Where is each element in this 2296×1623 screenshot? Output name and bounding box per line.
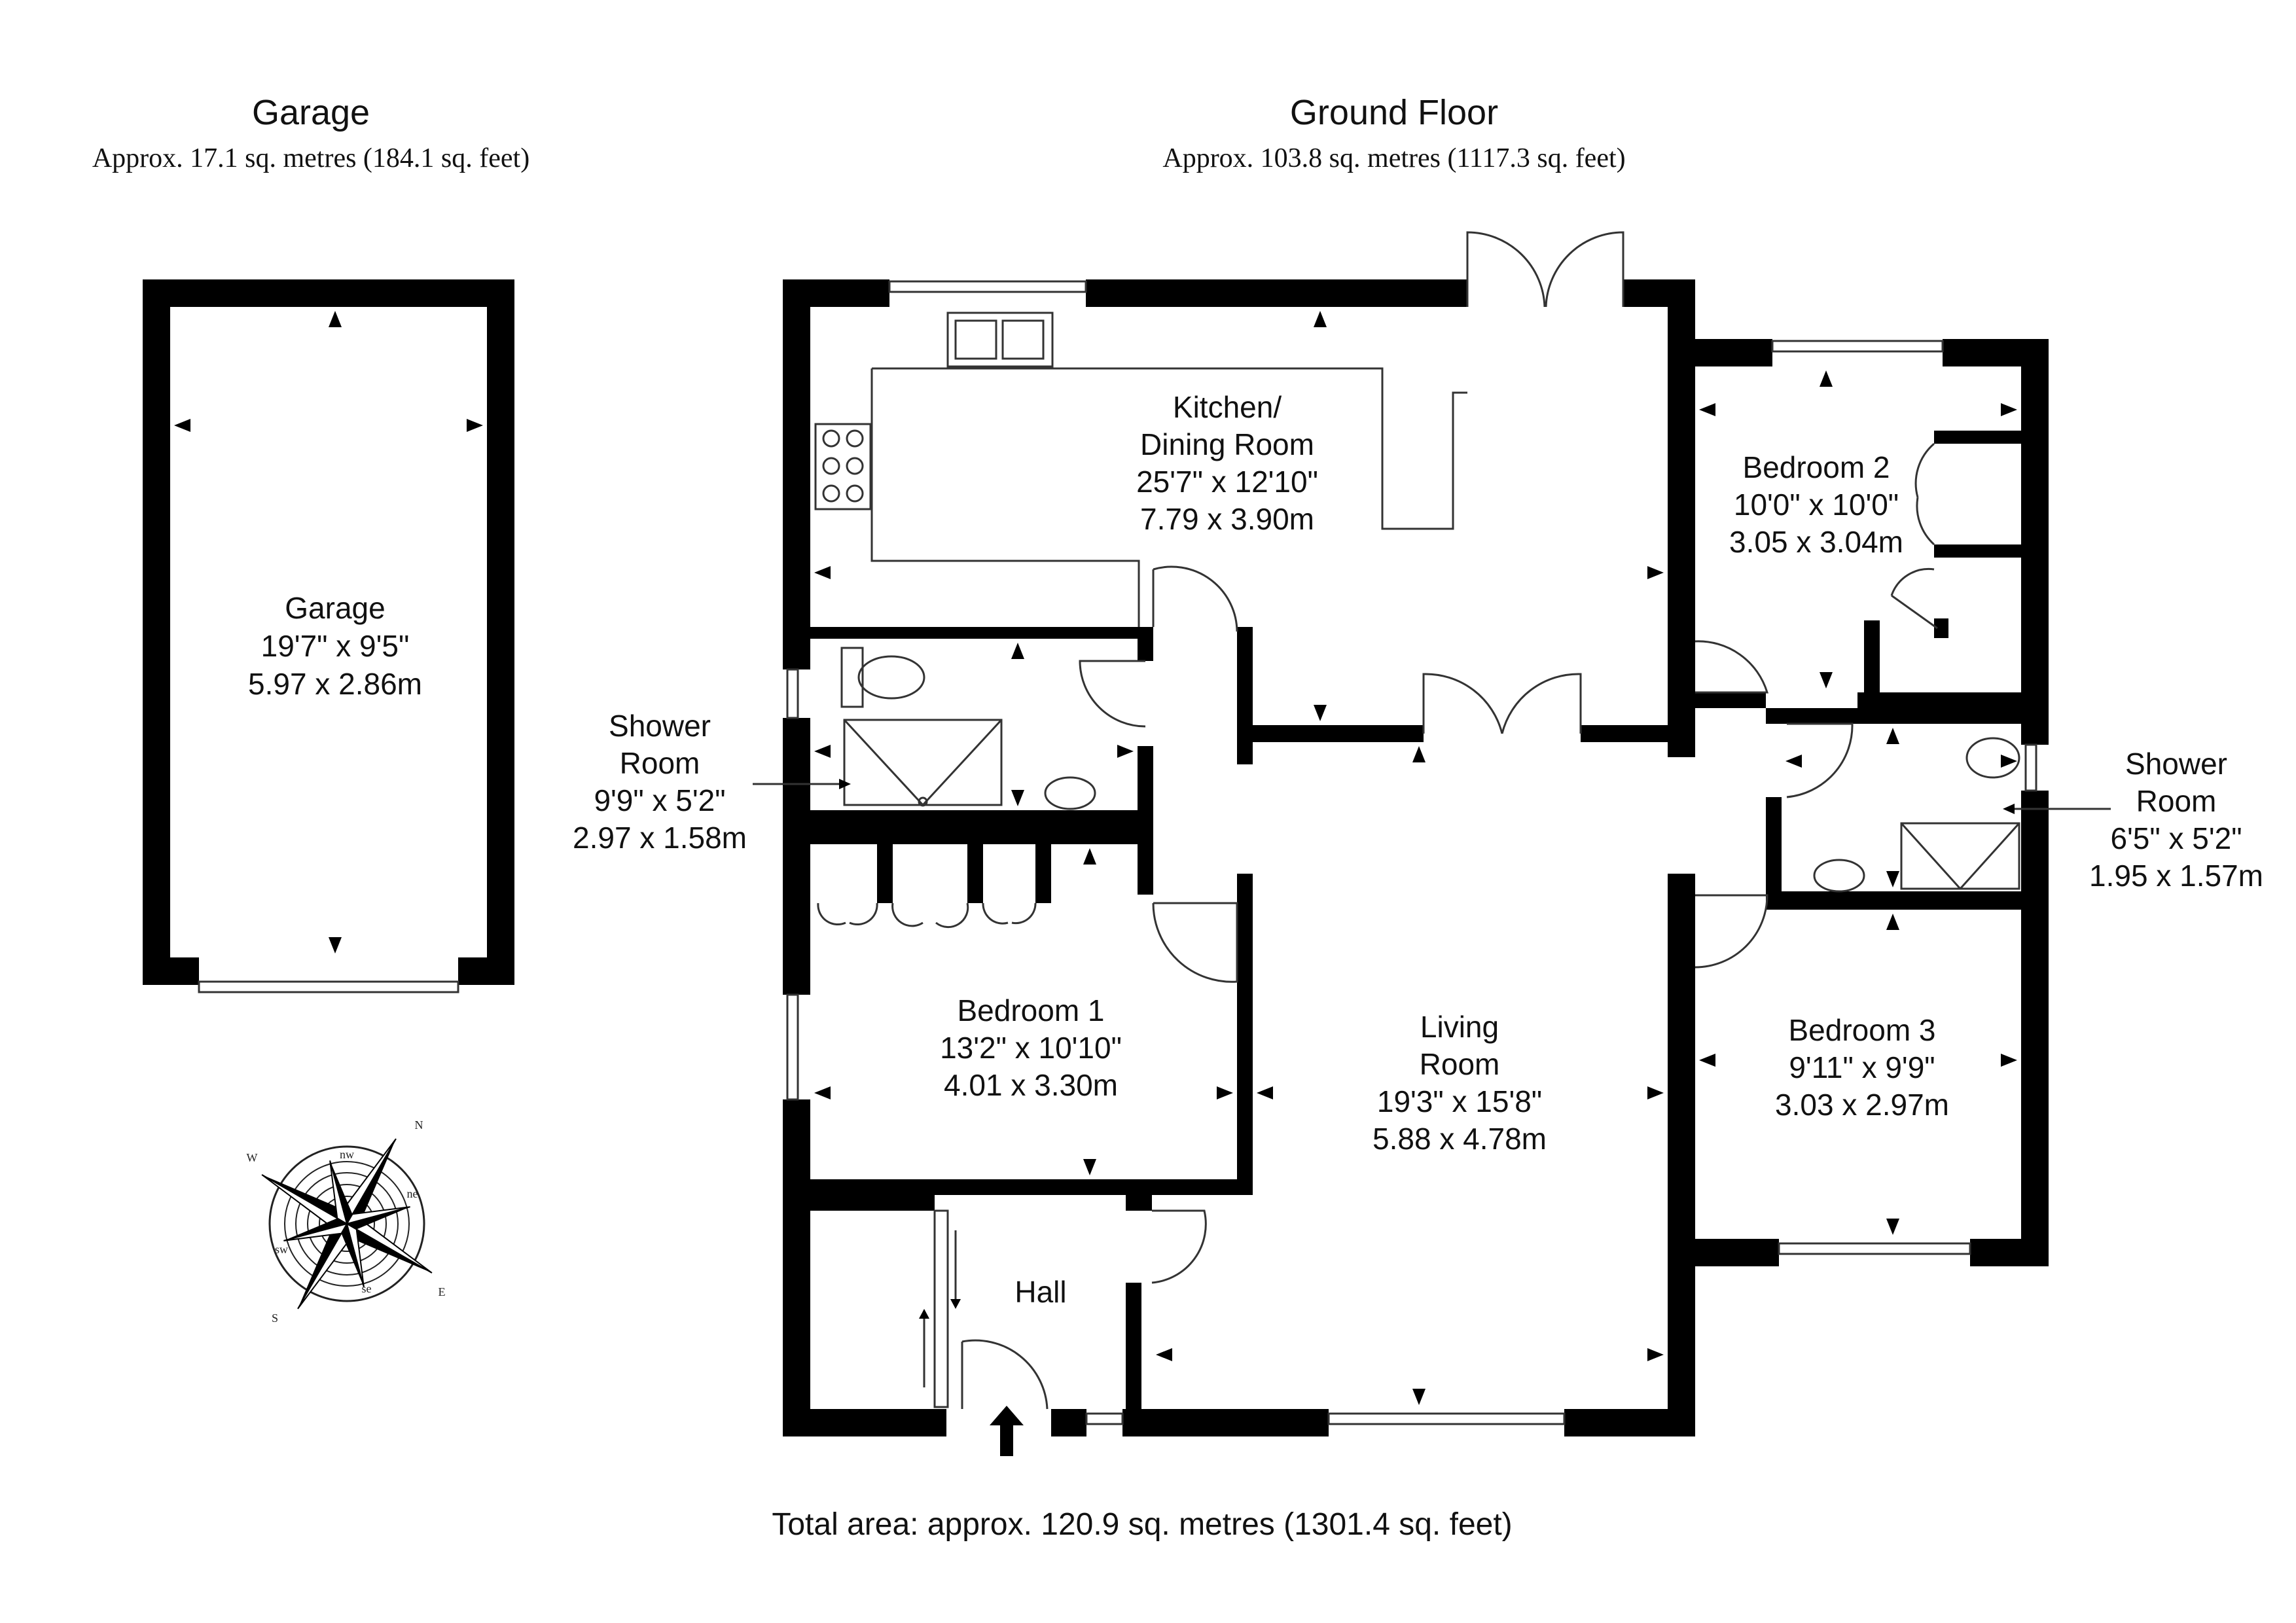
garage-wall-top: [143, 279, 514, 307]
garage-arrow-bottom: [329, 937, 342, 954]
shower1-imperial: 9'9" x 5'2": [594, 783, 725, 817]
room-label-bedroom-1: Bedroom 1 13'2" x 10'10" 4.01 x 3.30m: [940, 993, 1122, 1102]
shower1-metric: 2.97 x 1.58m: [573, 821, 747, 855]
living-metric: 5.88 x 4.78m: [1372, 1122, 1547, 1156]
kitchen-name-line1: Kitchen/: [1173, 390, 1282, 424]
sink-icon: [946, 312, 1054, 368]
hob-icon: [814, 423, 872, 510]
compass-se: se: [362, 1282, 372, 1295]
shower-room-1-fixtures: [840, 647, 1096, 810]
bedroom3-imperial: 9'11" x 9'9": [1789, 1050, 1935, 1084]
shower2-metric: 1.95 x 1.57m: [2089, 859, 2263, 893]
garage-arrow-top: [329, 311, 342, 327]
living-name-line2: Room: [1420, 1047, 1500, 1081]
room-label-living: Living Room 19'3" x 15'8" 5.88 x 4.78m: [1372, 1010, 1547, 1156]
compass-rose: N E S W ne nw se sw: [247, 1118, 446, 1325]
room-label-kitchen: Kitchen/ Dining Room 25'7" x 12'10" 7.79…: [1136, 390, 1318, 536]
garage-room-imperial: 19'7" x 9'5": [261, 629, 410, 663]
living-name-line1: Living: [1420, 1010, 1499, 1044]
measurement-arrows: [814, 311, 2017, 1405]
kitchen-imperial: 25'7" x 12'10": [1136, 465, 1318, 499]
room-label-shower-1: Shower Room 9'9" x 5'2" 2.97 x 1.58m: [573, 709, 747, 855]
hall-name: Hall: [1014, 1275, 1066, 1309]
shower-tray-icon-2: [1900, 822, 2020, 890]
garage-room-metric: 5.97 x 2.86m: [248, 667, 422, 701]
entrance-arrow-icon: [990, 1406, 1024, 1456]
garage-arrow-right: [467, 419, 483, 432]
garage-wall-bottom-left: [143, 957, 199, 985]
kitchen-name-line2: Dining Room: [1140, 427, 1314, 461]
garage-room-name: Garage: [285, 591, 385, 625]
compass-n: N: [415, 1118, 423, 1132]
garage-door-opening: [198, 980, 459, 993]
compass-nw: nw: [340, 1148, 354, 1161]
compass-w: W: [247, 1151, 258, 1164]
garage-wall-bottom-right: [458, 957, 514, 985]
shower2-name-line2: Room: [2136, 784, 2217, 818]
total-area: Total area: approx. 120.9 sq. metres (13…: [772, 1507, 1512, 1542]
shower2-imperial: 6'5" x 5'2": [2110, 821, 2242, 855]
room-label-shower-2: Shower Room 6'5" x 5'2" 1.95 x 1.57m: [2089, 747, 2263, 893]
shower-room-2-fixtures: [1813, 737, 2020, 893]
bedroom1-imperial: 13'2" x 10'10": [940, 1031, 1122, 1065]
basin-icon-2: [1813, 859, 1865, 893]
ground-floor-area: Approx. 103.8 sq. metres (1117.3 sq. fee…: [1162, 143, 1625, 173]
doors: [817, 231, 1938, 1410]
bedroom2-metric: 3.05 x 3.04m: [1729, 525, 1903, 559]
compass-ne: ne: [407, 1187, 418, 1200]
bedroom2-imperial: 10'0" x 10'0": [1734, 488, 1899, 522]
toilet-icon: [857, 655, 925, 700]
shower-tray-icon: [843, 719, 1003, 806]
garage-arrow-left: [174, 419, 190, 432]
garage-floor-area: Approx. 17.1 sq. metres (184.1 sq. feet): [92, 143, 529, 173]
garage-plan: Garage 19'7" x 9'5" 5.97 x 2.86m: [143, 279, 514, 993]
room-label-bedroom-2: Bedroom 2 10'0" x 10'0" 3.05 x 3.04m: [1729, 450, 1903, 559]
compass-sw: sw: [275, 1243, 288, 1256]
basin-icon: [1044, 776, 1096, 810]
living-imperial: 19'3" x 15'8": [1377, 1084, 1542, 1118]
compass-s: S: [272, 1311, 278, 1325]
kitchen-metric: 7.79 x 3.90m: [1140, 502, 1314, 536]
ground-floor-title: Ground Floor: [1290, 93, 1498, 132]
shower1-name-line1: Shower: [609, 709, 711, 743]
kitchen-fixtures: [814, 312, 1467, 627]
compass-e: E: [439, 1285, 446, 1298]
garage-wall-left: [143, 279, 170, 985]
garage-wall-right: [487, 279, 514, 985]
shower1-name-line2: Room: [620, 746, 700, 780]
ground-floor-walls: [783, 279, 2049, 1436]
bedroom3-name: Bedroom 3: [1788, 1013, 1935, 1047]
bedroom1-metric: 4.01 x 3.30m: [944, 1068, 1118, 1102]
toilet-icon-2: [1965, 737, 2020, 779]
shower2-name-line1: Shower: [2125, 747, 2227, 781]
garage-floor-title: Garage: [252, 93, 370, 132]
room-label-bedroom-3: Bedroom 3 9'11" x 9'9" 3.03 x 2.97m: [1775, 1013, 1949, 1122]
bedroom2-name: Bedroom 2: [1742, 450, 1890, 484]
bedroom1-name: Bedroom 1: [957, 993, 1104, 1027]
bedroom3-metric: 3.03 x 2.97m: [1775, 1088, 1949, 1122]
